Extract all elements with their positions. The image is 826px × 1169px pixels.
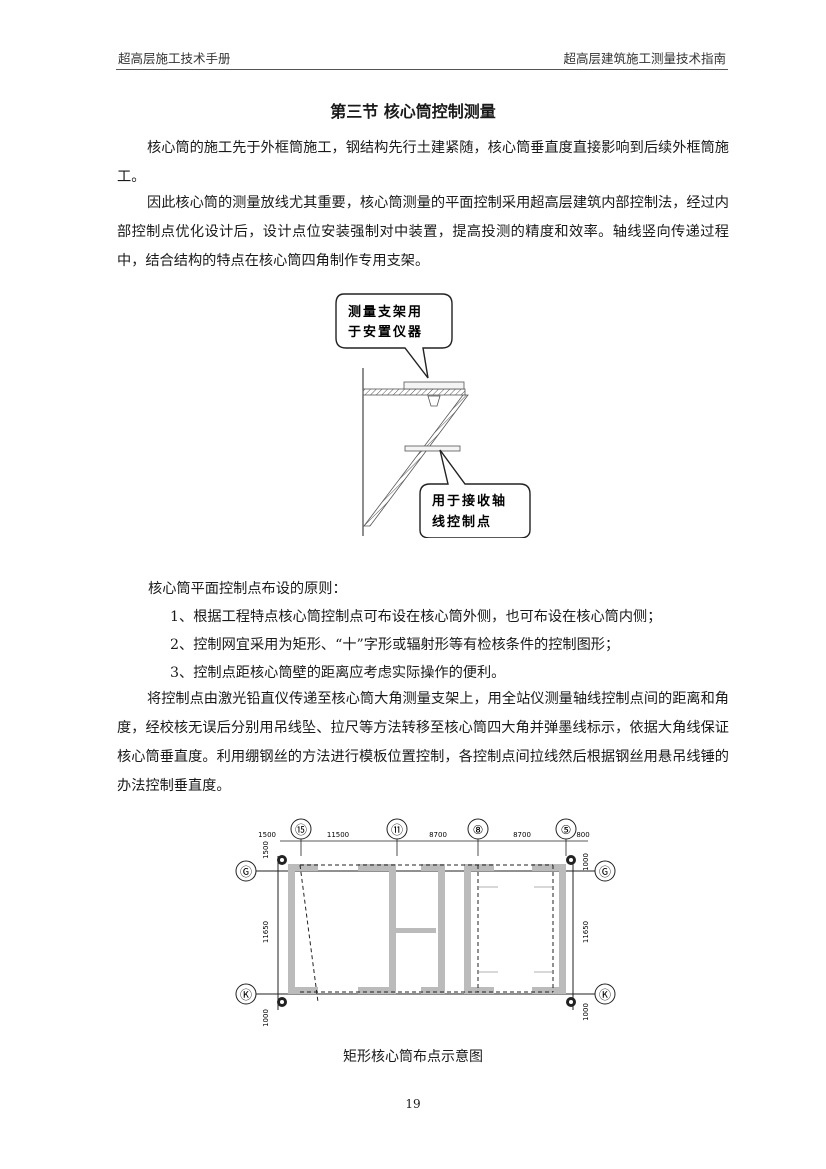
dashed-control-lines xyxy=(299,864,554,1003)
dim-right-1: 1000 xyxy=(582,853,590,871)
upper-bracket-arm xyxy=(362,388,466,396)
control-point-tr xyxy=(566,855,576,865)
axis-bubble-top-3: ⑧ xyxy=(467,818,489,840)
principle-item-1: 1、根据工程特点核心筒控制点可布设在核心筒外侧，也可布设在核心筒内侧； xyxy=(170,609,662,625)
bottom-callout-bubble xyxy=(419,449,531,538)
dim-top-1: 1500 xyxy=(258,831,276,839)
svg-text:⑤: ⑤ xyxy=(561,823,572,837)
top-callout-bubble xyxy=(335,293,453,379)
dim-left-3: 1000 xyxy=(262,1009,270,1027)
dim-left-1: 1500 xyxy=(262,841,270,859)
core-walls xyxy=(288,864,566,994)
inner-wall-outlines xyxy=(478,886,553,973)
receiving-plate xyxy=(404,445,461,452)
dim-right-3: 1000 xyxy=(582,1003,590,1021)
core-layout-plan: ⑮ ⑪ ⑧ ⑤ 1500 11500 8700 8700 800 Ⓖ Ⓚ Ⓖ Ⓚ… xyxy=(235,818,616,1027)
control-point-tl xyxy=(277,855,287,865)
bracket-figure: 测量支架用 于安置仪器 用于接收轴 线控制点 xyxy=(335,293,531,538)
svg-text:Ⓖ: Ⓖ xyxy=(240,865,252,879)
axis-bubble-left-g: Ⓖ xyxy=(235,860,257,882)
svg-text:Ⓚ: Ⓚ xyxy=(599,988,611,1002)
page-number: 19 xyxy=(405,1097,421,1111)
dim-right-2: 11650 xyxy=(582,921,590,943)
paragraph-method: 因此核心筒的测量放线尤其重要，核心筒测量的平面控制采用超高层建筑内部控制法，经过… xyxy=(117,195,729,269)
header-rule xyxy=(116,69,728,70)
bottom-callout-line1: 用于接收轴 xyxy=(431,493,507,509)
running-header-right: 超高层建筑施工测量技术指南 xyxy=(563,51,726,66)
principles-heading: 核心筒平面控制点布设的原则： xyxy=(148,581,347,597)
control-point-br xyxy=(566,997,576,1007)
top-callout-line1: 测量支架用 xyxy=(348,304,423,320)
dim-top-4: 8700 xyxy=(513,831,531,839)
axis-bubble-left-k: Ⓚ xyxy=(235,983,257,1005)
dim-top-2: 11500 xyxy=(327,831,349,839)
running-header-left: 超高层施工技术手册 xyxy=(118,51,231,66)
bracket-clamp xyxy=(427,395,441,407)
axis-bubble-right-g: Ⓖ xyxy=(594,860,616,882)
svg-text:Ⓖ: Ⓖ xyxy=(599,865,611,879)
dim-top-5: 800 xyxy=(576,831,589,839)
axis-bubble-top-2: ⑪ xyxy=(386,818,408,840)
control-point-bl xyxy=(277,997,287,1007)
principle-item-2: 2、控制网宜采用为矩形、“十”字形或辐射形等有检核条件的控制图形； xyxy=(170,637,620,653)
dim-left-2: 11650 xyxy=(262,921,270,943)
diagonal-strut xyxy=(363,394,469,527)
paragraph-intro: 核心筒的施工先于外框筒施工，钢结构先行土建紧随，核心筒垂直度直接影响到后续外框筒… xyxy=(117,140,729,185)
section-title: 第三节 核心筒控制测量 xyxy=(330,102,496,121)
axis-bubble-right-k: Ⓚ xyxy=(594,983,616,1005)
bottom-callout-line2: 线控制点 xyxy=(432,514,492,530)
svg-text:⑪: ⑪ xyxy=(391,823,403,837)
svg-text:Ⓚ: Ⓚ xyxy=(240,988,252,1002)
svg-text:⑧: ⑧ xyxy=(473,823,484,837)
instrument-plate xyxy=(403,381,465,390)
figure-caption: 矩形核心筒布点示意图 xyxy=(343,1049,483,1065)
paragraph-transfer: 将控制点由激光铅直仪传递至核心筒大角测量支架上，用全站仪测量轴线控制点间的距离和… xyxy=(117,691,729,794)
svg-text:⑮: ⑮ xyxy=(295,823,307,837)
top-callout-line2: 于安置仪器 xyxy=(348,324,423,340)
dim-top-3: 8700 xyxy=(429,831,447,839)
axis-bubble-top-4: ⑤ xyxy=(555,818,577,840)
axis-bubble-top-1: ⑮ xyxy=(290,818,312,840)
principle-item-3: 3、控制点距核心筒壁的距离应考虑实际操作的便利。 xyxy=(170,665,506,681)
